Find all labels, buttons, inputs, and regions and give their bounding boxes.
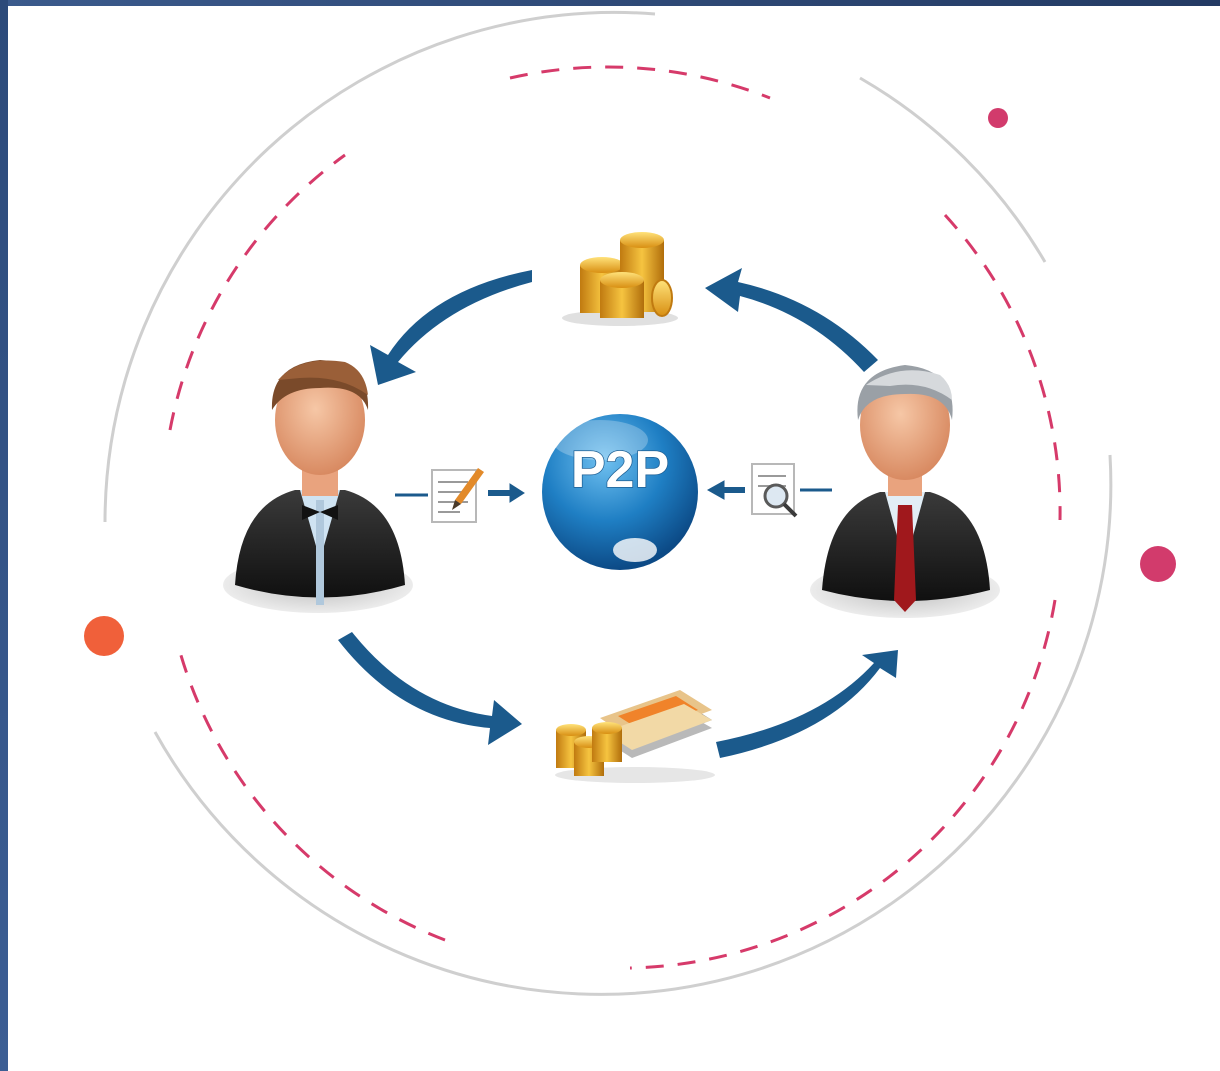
pink-dot-small [988, 108, 1008, 128]
p2p-globe-icon [542, 414, 698, 570]
document-magnifier-icon [751, 463, 798, 518]
p2p-label: P2P [571, 441, 669, 499]
money-bills-coins-icon [555, 690, 715, 783]
arrow-top-left [370, 270, 532, 385]
pink-dot-large [1140, 546, 1176, 582]
orange-dot [84, 616, 124, 656]
arrow-top-right [705, 268, 878, 372]
dashed-ring [168, 65, 1062, 970]
document-pen-icon [431, 468, 484, 523]
left-frame-border [0, 0, 8, 1071]
arrow-bottom-left [338, 632, 522, 745]
lender-person-icon [223, 360, 413, 613]
top-frame-border [0, 0, 1220, 6]
small-arrows [395, 480, 832, 503]
gold-coins-icon [562, 232, 678, 326]
outer-ring [103, 10, 1113, 996]
flow-arrows [338, 268, 898, 758]
borrower-person-icon [810, 365, 1000, 618]
arrow-bottom-right [716, 650, 898, 758]
